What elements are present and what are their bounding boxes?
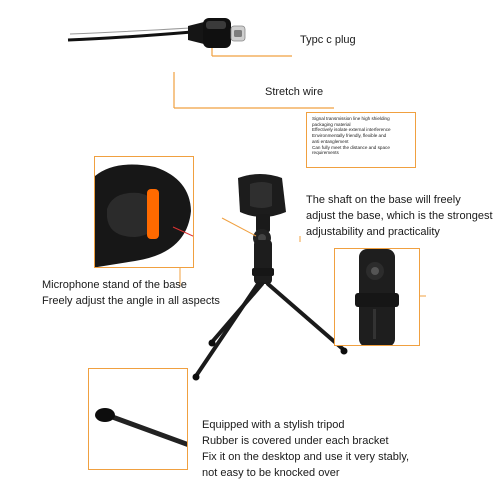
spec-line: requirements xyxy=(312,150,339,156)
stand-line: Microphone stand of the base xyxy=(42,279,187,291)
tripod-stand-photo xyxy=(192,174,348,381)
stand-line: Freely adjust the angle in all aspects xyxy=(42,294,220,307)
spec-line: Can fully meet the distance and space xyxy=(312,144,390,150)
zoom-box-rubber-foot xyxy=(88,368,188,470)
tripod-line: Fix it on the desktop and use it very st… xyxy=(202,450,410,463)
spec-line: Effectively isolate external interferenc… xyxy=(312,127,391,133)
rubber-foot-closeup xyxy=(95,408,187,447)
shaft-line: adjustability and practicality xyxy=(306,225,440,238)
shaft-closeup xyxy=(355,249,399,345)
plug-strain-relief xyxy=(188,22,204,44)
plug-label: Typc c plug xyxy=(300,34,356,46)
cable-wire xyxy=(67,30,193,42)
spec-line: packaging material xyxy=(312,121,351,127)
zoom-box-shaft xyxy=(334,248,420,346)
base-joint-closeup xyxy=(95,164,193,267)
tripod-line: Equipped with a stylish tripod xyxy=(202,419,345,431)
spec-card: Signal transmission line high shielding … xyxy=(306,112,416,168)
zoom-box-base-joint xyxy=(94,156,194,268)
orange-tab xyxy=(147,189,159,239)
shaft-description: The shaft on the base will freely adjust… xyxy=(306,193,493,241)
spec-line: Signal transmission line high shielding xyxy=(312,116,390,121)
stand-description: Microphone stand of the base Freely adju… xyxy=(42,278,220,310)
stretch-wire-label: Stretch wire xyxy=(265,86,324,98)
spec-line: Environmentally friendly, flexible and xyxy=(312,133,387,139)
tripod-line: not easy to be knocked over xyxy=(202,466,340,479)
shaft-line: The shaft on the base will freely xyxy=(306,194,461,206)
tripod-description: Equipped with a stylish tripod Rubber is… xyxy=(202,418,409,482)
spec-line: anti entanglement xyxy=(312,138,349,144)
tripod-line: Rubber is covered under each bracket xyxy=(202,434,389,447)
shaft-line: adjust the base, which is the strongest xyxy=(306,209,493,222)
